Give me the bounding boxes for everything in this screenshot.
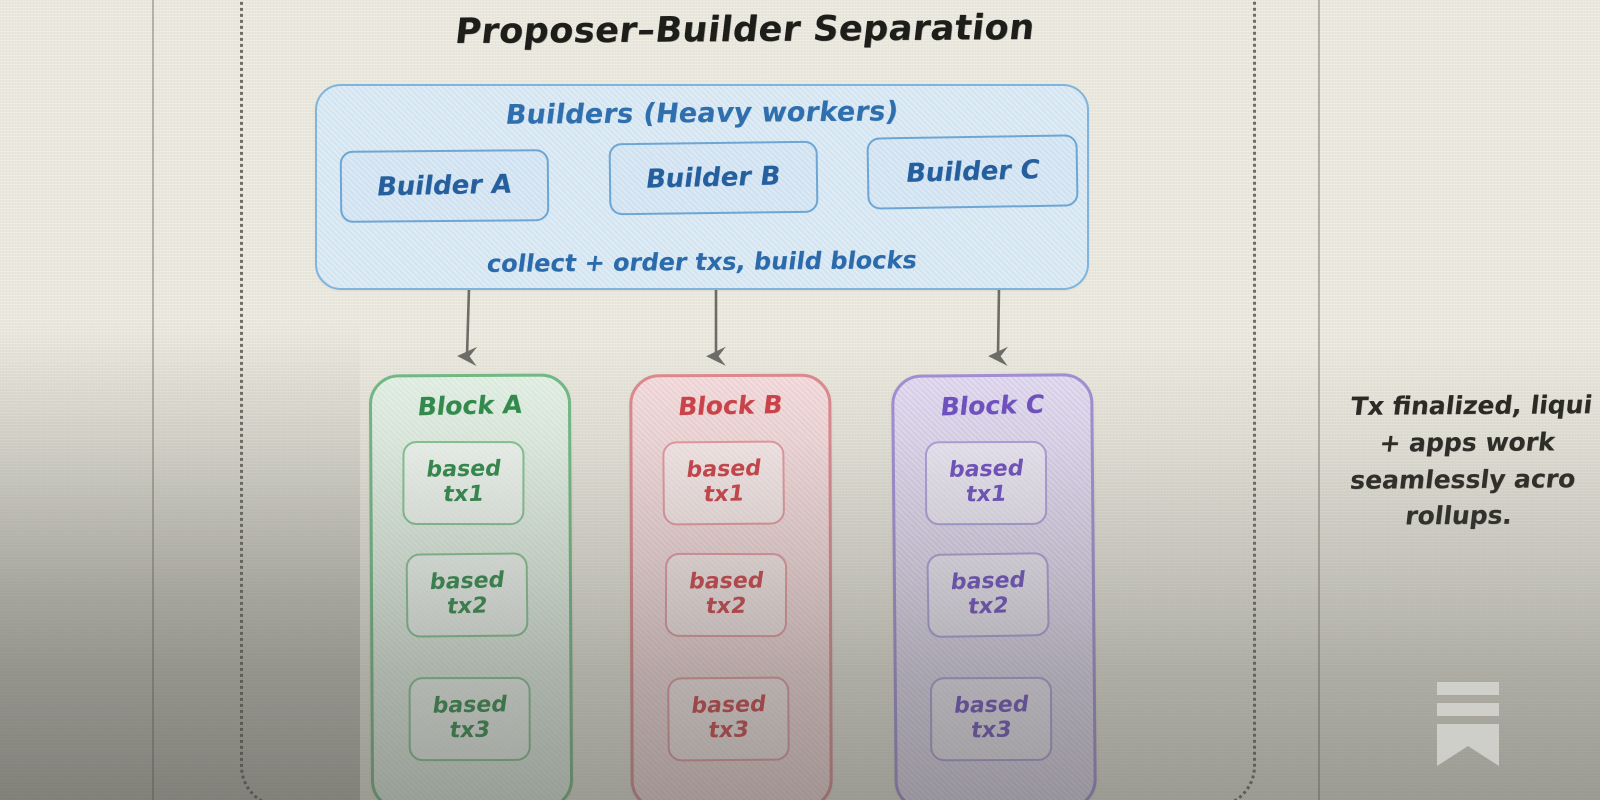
block-b-tx1[interactable]: based tx1 (662, 440, 785, 526)
block-c-tx1-line2: tx1 (964, 481, 1008, 508)
page-rule-left (152, 0, 154, 800)
block-c-tx2-line1: based (949, 568, 1027, 596)
block-c-tx1-line1: based (947, 456, 1026, 484)
block-b: Block B based tx1 based tx2 based tx3 (629, 373, 833, 800)
block-a-tx3-line1: based (430, 692, 509, 720)
block-a-title: Block A (416, 389, 524, 422)
right-annotation: Tx finalized, liqui + apps work seamless… (1291, 387, 1600, 536)
right-annotation-line-2: + apps work (1377, 427, 1557, 458)
block-a-tx3[interactable]: based tx3 (408, 676, 531, 762)
block-b-tx3[interactable]: based tx3 (667, 676, 790, 762)
block-a-tx2-line2: tx2 (445, 593, 489, 620)
block-c-title: Block C (938, 389, 1046, 422)
builder-box-b[interactable]: Builder B (608, 140, 819, 216)
page-title: Proposer–Builder Separation (452, 7, 1038, 53)
block-c-tx3-line2: tx3 (969, 717, 1014, 744)
builder-box-a[interactable]: Builder A (339, 149, 550, 223)
block-b-tx2-line1: based (687, 568, 766, 595)
arrow-builder-c-to-block-c (988, 287, 1009, 367)
builder-box-c-label: Builder C (903, 155, 1042, 189)
block-a-tx3-line2: tx3 (447, 717, 492, 744)
builder-box-b-label: Builder B (644, 161, 783, 195)
block-b-tx2-line2: tx2 (704, 593, 748, 620)
builders-panel: Builders (Heavy workers) Builder A Build… (315, 84, 1089, 290)
bookmark-icon[interactable] (1437, 682, 1499, 766)
block-b-tx1-line2: tx1 (702, 481, 746, 508)
builder-box-c[interactable]: Builder C (866, 134, 1079, 210)
block-a-tx2-line1: based (428, 568, 506, 596)
block-c-tx3[interactable]: based tx3 (929, 676, 1053, 762)
right-annotation-line-3: seamlessly acro (1348, 463, 1578, 495)
builders-panel-heading: Builders (Heavy workers) (503, 96, 901, 131)
block-c-tx2-line2: tx2 (966, 593, 1010, 620)
block-b-tx3-line2: tx3 (706, 717, 751, 744)
builder-box-a-label: Builder A (375, 169, 514, 203)
arrow-builder-a-to-block-a (457, 287, 478, 367)
block-c: Block C based tx1 based tx2 based tx3 (891, 373, 1097, 800)
block-a: Block A based tx1 based tx2 based tx3 (368, 373, 574, 800)
right-annotation-line-1: Tx finalized, liqui (1349, 390, 1594, 421)
block-b-tx2[interactable]: based tx2 (664, 552, 788, 638)
builders-panel-caption: collect + order txs, build blocks (485, 246, 919, 278)
block-a-tx1[interactable]: based tx1 (402, 440, 525, 526)
block-a-tx1-line1: based (424, 456, 503, 483)
left-vignette (0, 0, 360, 800)
block-b-tx1-line1: based (684, 456, 763, 484)
block-b-title: Block B (676, 389, 785, 422)
block-c-tx2[interactable]: based tx2 (926, 552, 1050, 639)
block-c-tx1[interactable]: based tx1 (924, 440, 1048, 526)
block-a-tx1-line2: tx1 (441, 481, 486, 508)
block-c-tx3-line1: based (952, 692, 1031, 720)
block-a-tx2[interactable]: based tx2 (405, 552, 529, 638)
right-annotation-line-4: rollups. (1403, 500, 1514, 531)
block-b-tx3-line1: based (689, 692, 768, 720)
